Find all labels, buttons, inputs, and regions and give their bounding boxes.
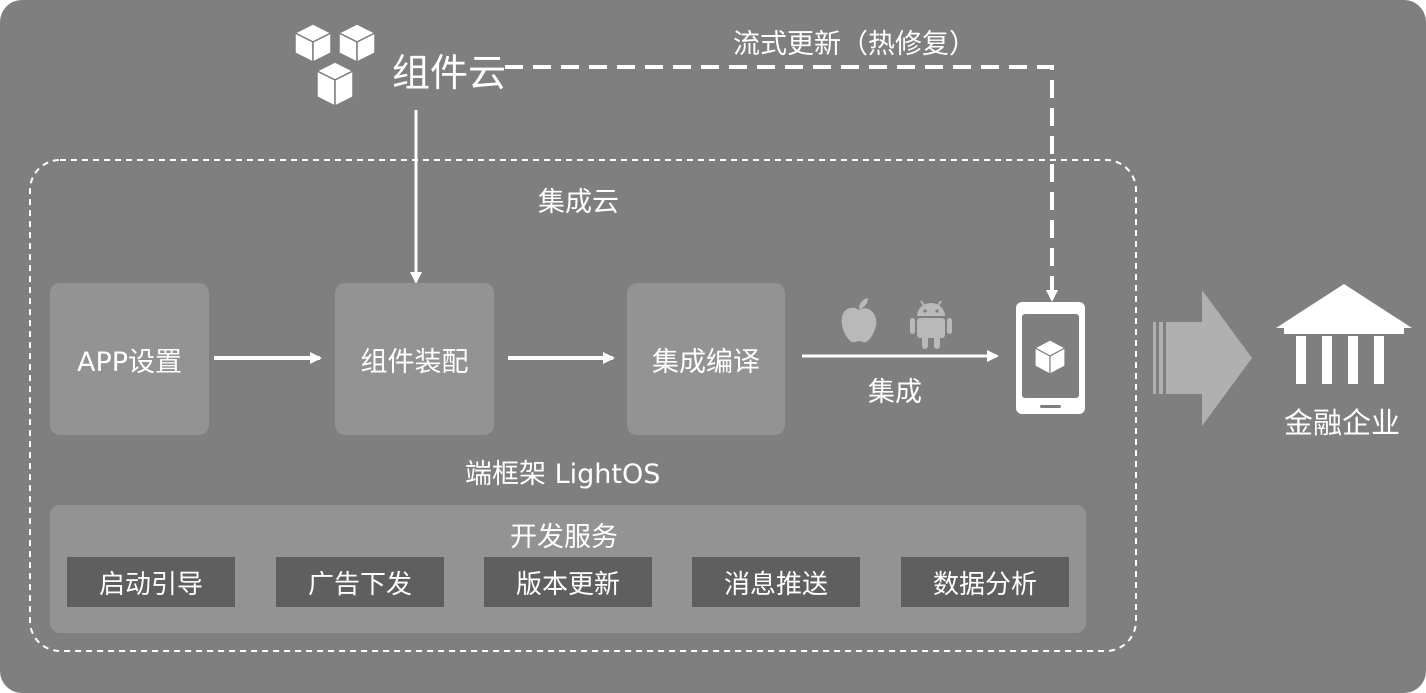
android-icon — [910, 300, 952, 349]
bank-icon — [1276, 284, 1412, 384]
service-message-push: 消息推送 — [692, 557, 860, 607]
service-startup-guide: 启动引导 — [67, 557, 235, 607]
integrated-compile-box: 集成编译 — [627, 283, 785, 435]
component-assembly-box: 组件装配 — [335, 283, 494, 435]
component-cloud-label: 组件云 — [392, 51, 507, 95]
service-data-analysis: 数据分析 — [901, 557, 1069, 607]
phone-cube-icon — [1016, 302, 1085, 414]
apple-icon — [841, 298, 877, 343]
cubes-icon — [293, 23, 377, 108]
stream-update-label: 流式更新（热修复） — [733, 29, 976, 60]
app-settings-box: APP设置 — [50, 283, 209, 435]
service-ad-delivery: 广告下发 — [276, 557, 444, 607]
dev-services-title: 开发服务 — [510, 522, 618, 553]
service-version-update: 版本更新 — [484, 557, 652, 607]
integration-cloud-border — [29, 159, 1137, 652]
delivery-arrow — [1153, 290, 1252, 426]
framework-label: 端框架 LightOS — [465, 459, 661, 490]
integration-cloud-label: 集成云 — [538, 187, 619, 218]
integrate-label: 集成 — [868, 377, 922, 408]
stream-update-arrow — [505, 65, 1058, 302]
target-label: 金融企业 — [1284, 406, 1401, 440]
